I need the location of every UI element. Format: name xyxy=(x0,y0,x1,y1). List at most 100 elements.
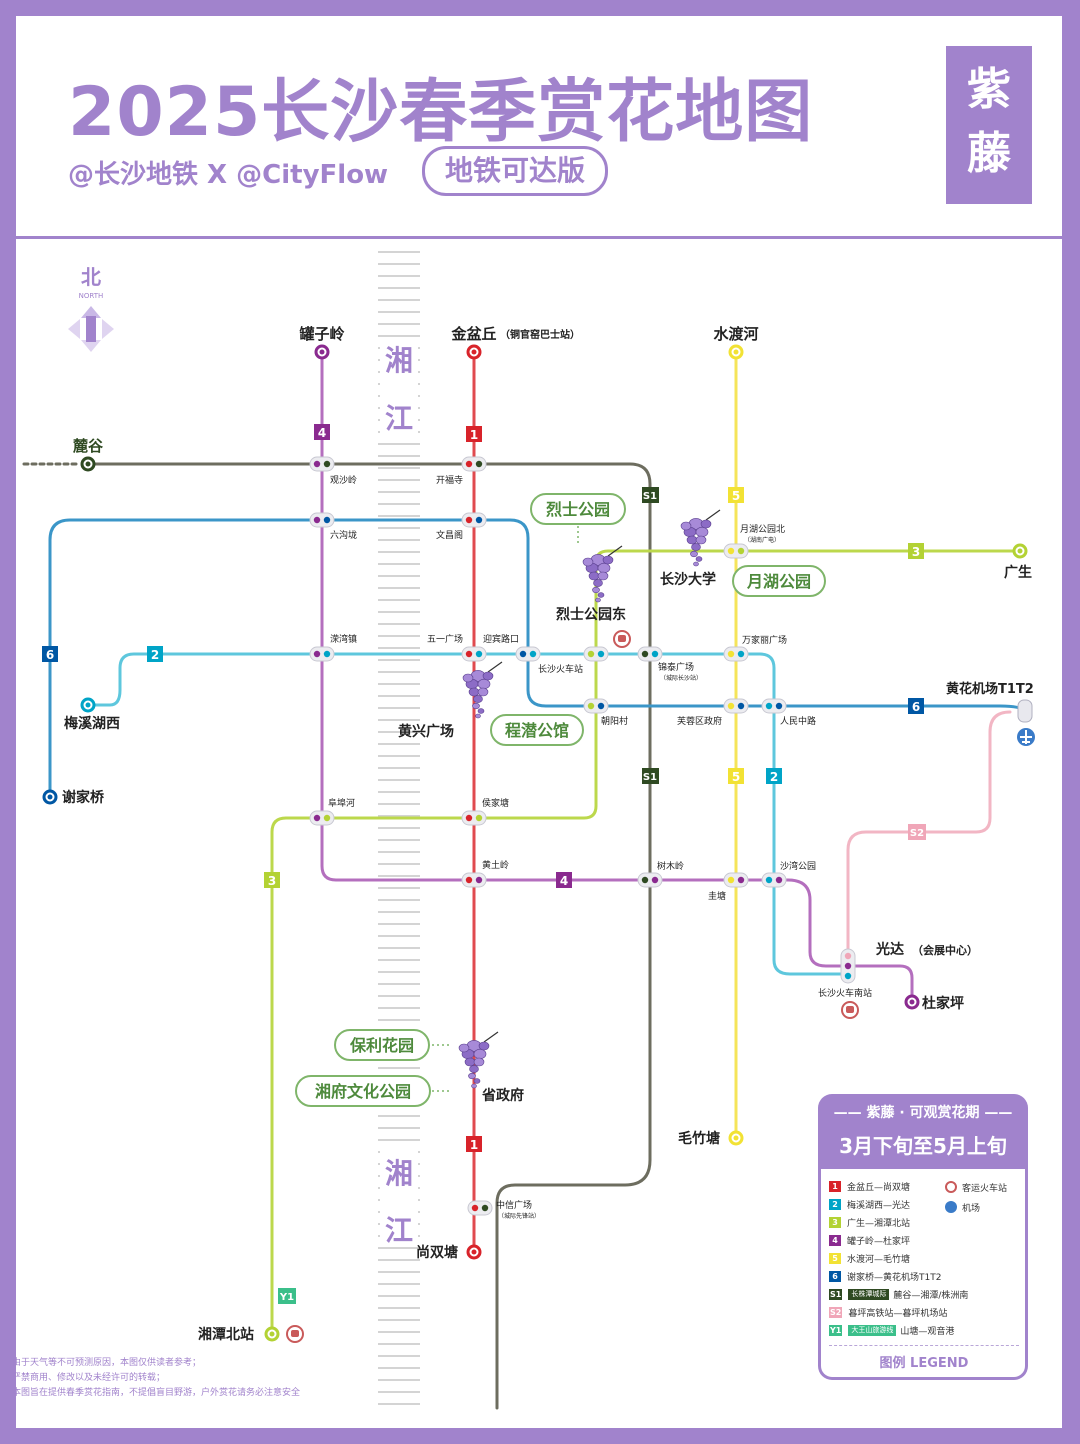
park-yuehugongyuan: 月湖公园 xyxy=(746,572,811,591)
station-jintaiguangchang[interactable] xyxy=(637,646,663,662)
station-huangtuling[interactable] xyxy=(461,872,487,888)
station-liugoulong[interactable] xyxy=(309,512,335,528)
disclaimer-line-3: 本图旨在提供春季赏花指南，不提倡盲目野游，户外赏花请务必注意安全 xyxy=(12,1388,301,1398)
label-shawangongyuan: 沙湾公园 xyxy=(780,860,816,872)
label-huangxingguangchang: 黄兴广场 xyxy=(398,723,454,740)
label-yuehugongyuanbei: 月湖公园北 xyxy=(740,524,785,535)
label-ligu: 麓谷 xyxy=(73,437,104,455)
disclaimer-line-1: 由于天气等不可预测原因，本图仅供读者参考； xyxy=(12,1358,202,1368)
label-dujiaping: 杜家坪 xyxy=(922,995,964,1012)
station-changshahuochenanzhan[interactable] xyxy=(840,948,856,984)
legend-airport-label: 机场 xyxy=(962,1203,981,1214)
station-yingbinlukou[interactable] xyxy=(515,646,541,662)
label-jinpenqiu: 金盆丘 xyxy=(450,325,496,343)
label-guanziling: 罐子岭 xyxy=(298,325,344,343)
line-s1 xyxy=(86,462,652,1410)
label-zhongxinguangchang: 中信广场 xyxy=(496,1199,532,1211)
map-frame: 2025长沙春季赏花地图 @长沙地铁 X @CityFlow 地铁可达版 紫 藤 xyxy=(16,16,1062,1428)
label-rongwanzhen: 溁湾镇 xyxy=(330,633,357,645)
station-yuehugongyuanbei[interactable] xyxy=(723,543,749,559)
label-shumuling: 树木岭 xyxy=(657,860,684,872)
station-labels: 罐子岭 金盆丘 （铜官窑巴士站） 水渡河 麓谷 观沙岭 开福寺 六沟垅 文昌阁 … xyxy=(62,325,1034,1343)
station-shumuling[interactable] xyxy=(637,872,663,888)
park-chengqiangongguan: 程潜公馆 xyxy=(505,721,569,740)
bloom-period-box: —— 紫藤 · 可观赏花期 —— 3月下旬至5月上旬 xyxy=(818,1094,1028,1169)
park-baolihuayuan: 保利花园 xyxy=(349,1036,414,1055)
label-huanghuajichang: 黄花机场T1T2 xyxy=(946,681,1034,697)
legend-line-badge: S1 xyxy=(829,1288,843,1300)
label-fubuhe: 阜埠河 xyxy=(328,797,355,809)
station-kaifusi[interactable] xyxy=(461,456,487,472)
terminal-stations xyxy=(42,344,1033,1342)
line-1-tag-south: 1 xyxy=(470,1138,478,1152)
river-char-2: 江 xyxy=(385,402,413,435)
park-labels: 烈士公园 月湖公园 程潜公馆 保利花园 湘府文化公园 xyxy=(295,493,826,1107)
station-furongquzhengfu[interactable] xyxy=(723,698,749,714)
legend-line-label: 罐子岭—杜家坪 xyxy=(847,1236,911,1247)
station-shawangongyuan[interactable] xyxy=(761,872,787,888)
wisteria-markers xyxy=(458,509,721,1089)
label-changshadaxue: 长沙大学 xyxy=(660,571,716,588)
station-changshahuochezhan[interactable] xyxy=(583,646,609,662)
station-zhongxinguangchang[interactable] xyxy=(467,1200,493,1216)
legend-line-tag: 大王山旅游线 xyxy=(848,1324,897,1336)
flower-name-box: 紫 藤 xyxy=(946,46,1032,204)
disclaimer: 由于天气等不可预测原因，本图仅供读者参考； 严禁商用、修改以及未经许可的转载； … xyxy=(12,1356,300,1401)
river-char-1-south: 湘 xyxy=(385,1157,413,1190)
flower-char-1: 紫 xyxy=(967,64,1011,115)
subtitle: @长沙地铁 X @CityFlow xyxy=(68,160,389,190)
label-shengzhengfu: 省政府 xyxy=(481,1087,524,1104)
station-chaoyangcun[interactable] xyxy=(583,698,609,714)
station-guanshaling[interactable] xyxy=(309,456,335,472)
station-renminzhonglu[interactable] xyxy=(761,698,787,714)
park-lieshigongyuan: 烈士公园 xyxy=(546,500,610,519)
label-wenchangge: 文昌阁 xyxy=(436,529,463,541)
station-houjiatang[interactable] xyxy=(461,810,487,826)
line-4-tag-south: 4 xyxy=(560,874,568,888)
line-3-tag-east: 3 xyxy=(912,545,920,559)
line-4 xyxy=(320,350,914,1004)
label-huangtuling: 黄土岭 xyxy=(482,859,509,871)
label-xiangtanbeizhan: 湘潭北站 xyxy=(198,1326,254,1343)
station-dot-huanghuajichang[interactable] xyxy=(1017,699,1033,723)
railway-station-icon xyxy=(613,630,631,648)
transport-icons xyxy=(286,630,1035,1343)
legend-icon-list: 客运火车站 机场 xyxy=(945,1177,1007,1217)
legend-line-badge: S2 xyxy=(829,1306,843,1318)
station-wanjialiguangchang[interactable] xyxy=(723,646,749,662)
label-lieshigongyuandong: 烈士公园东 xyxy=(556,606,626,623)
label-guangsheng: 广生 xyxy=(1004,564,1032,581)
label-jintaiguangchang-note: （城际长沙站） xyxy=(660,674,702,682)
legend-line-label: 金盆丘—尚双塘 xyxy=(847,1182,911,1193)
label-guangda-note: （会展中心） xyxy=(912,943,978,957)
label-shuiduhe: 水渡河 xyxy=(713,325,758,343)
compass: 北 NORTH xyxy=(68,265,114,352)
wisteria-icon xyxy=(462,661,503,719)
label-houjiatang: 侯家塘 xyxy=(482,797,509,809)
legend-airport: 机场 xyxy=(945,1197,1007,1217)
legend-line-badge: 5 xyxy=(829,1252,841,1264)
label-changshahuochenanzhan: 长沙火车南站 xyxy=(818,987,872,999)
label-liugoulong: 六沟垅 xyxy=(330,529,357,541)
station-wenchangge[interactable] xyxy=(461,512,487,528)
line-5-tag: 5 xyxy=(732,489,740,503)
railway-station-icon xyxy=(945,1181,957,1193)
line-3 xyxy=(270,549,1022,1334)
wisteria-icon xyxy=(582,545,623,603)
station-guitang[interactable] xyxy=(723,872,749,888)
station-rongwanzhen[interactable] xyxy=(309,646,335,662)
label-guanshaling: 观沙岭 xyxy=(330,474,357,486)
station-fubuhe[interactable] xyxy=(309,810,335,826)
label-furongquzhengfu: 芙蓉区政府 xyxy=(677,715,722,727)
flower-char-2: 藤 xyxy=(967,128,1011,179)
line-6-tag-east: 6 xyxy=(912,700,920,714)
bloom-period-title: —— 紫藤 · 可观赏花期 —— xyxy=(833,1105,1013,1121)
line-tags: 4 1 S1 5 3 6 2 6 S1 5 2 S2 3 4 1 Y1 xyxy=(42,424,926,1304)
line-3-tag-west: 3 xyxy=(268,874,276,888)
station-wuyiguangchang[interactable] xyxy=(461,646,487,662)
